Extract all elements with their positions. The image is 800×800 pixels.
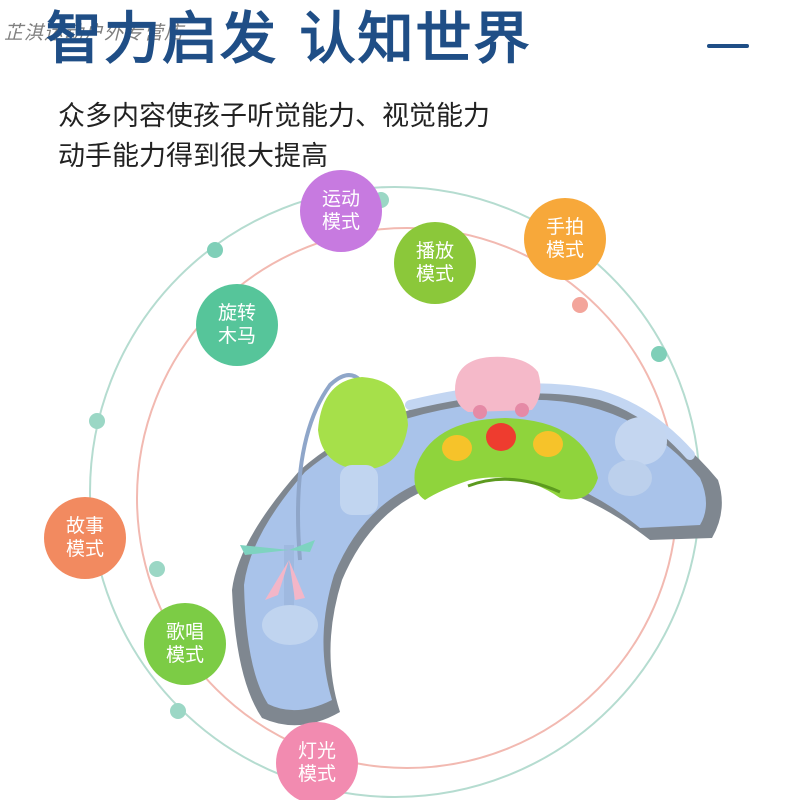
yellow-button-left [442,435,472,461]
mode-label: 模式 [297,763,336,785]
mode-label: 模式 [321,211,360,233]
mushroom-stem [340,465,378,515]
ring-dot [572,297,588,313]
ring-dot [207,242,223,258]
car-wheel [473,405,487,419]
mode-bubble-yundong: 运动 模式 [300,170,382,252]
mode-bubble-gechang: 歌唱 模式 [144,603,226,685]
mode-label: 模式 [65,538,104,560]
mode-label: 模式 [165,644,204,666]
ring-dot [651,346,667,362]
mode-bubble-bofang: 播放 模式 [394,222,476,304]
green-mushroom-cap [318,377,408,470]
pinwheel-post [284,545,294,615]
mode-bubble-shoupai: 手拍 模式 [524,198,606,280]
mode-label: 模式 [415,263,454,285]
mode-bubble-dengguang: 灯光 模式 [276,722,358,800]
mode-bubble-gushi: 故事 模式 [44,497,126,579]
mode-label: 歌唱 [165,621,204,643]
description-line-2: 动手能力得到很大提高 [58,141,328,172]
pinwheel-blade [265,560,289,600]
panel-grille [467,477,561,494]
car-wheel [515,403,529,417]
description: 众多内容使孩子听觉能力、视觉能力 动手能力得到很大提高 [58,97,490,177]
pinwheel-blade [289,560,305,600]
mode-label: 灯光 [297,740,336,762]
mode-label: 旋转 [217,302,256,324]
page-title: 智力启发 认知世界 [46,7,532,72]
pinwheel-blade [240,545,289,555]
mode-label: 模式 [545,239,584,261]
pinwheel-base [262,605,318,645]
mode-label: 播放 [415,240,454,262]
ring-dot [170,703,186,719]
yellow-button-right [533,431,563,457]
blue-knob [615,417,667,465]
watermark-text: 芷淇运动户外专营店 [4,22,185,44]
wire-arc [296,373,362,561]
mode-label: 木马 [217,325,256,347]
pink-car [455,356,541,412]
red-button [486,423,516,451]
description-line-1: 众多内容使孩子听觉能力、视觉能力 [58,101,490,132]
ring-dot [89,413,105,429]
ring-dot [149,561,165,577]
menu-icon[interactable] [707,44,749,48]
mode-bubble-xuanzhuan: 旋转 木马 [196,284,278,366]
mode-label: 手拍 [545,216,584,238]
blue-knob-base [608,460,652,496]
pinwheel-blade [289,540,315,552]
mode-label: 运动 [321,188,360,210]
mode-label: 故事 [65,515,104,537]
